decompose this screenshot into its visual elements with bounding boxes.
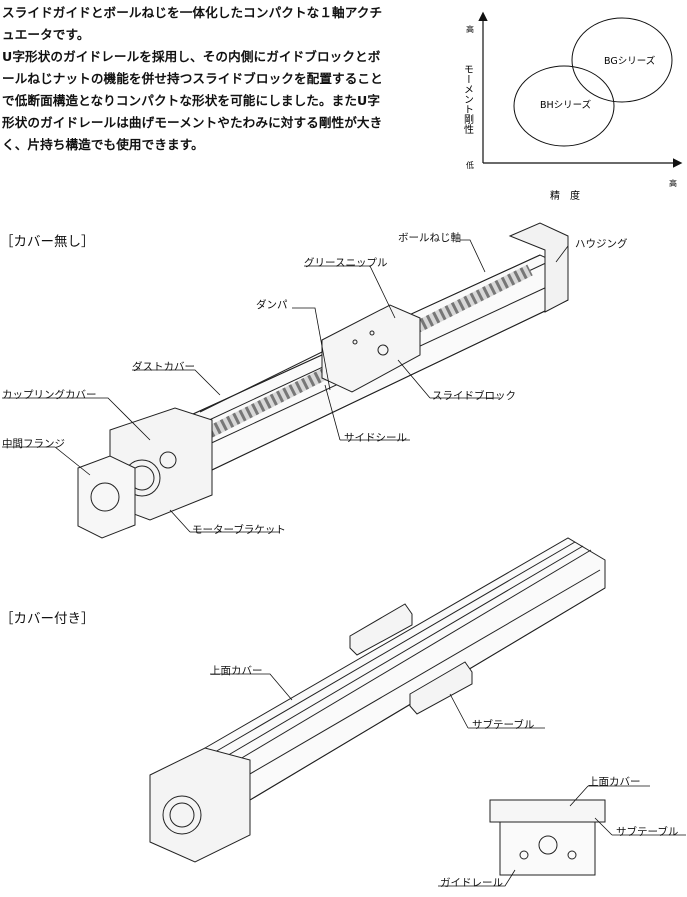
callout-damper: ダンパ <box>256 299 288 311</box>
positioning-chart: 高 低 高 精 度 モーメント剛性 BGシリーズ BHシリーズ <box>462 11 683 200</box>
slide-block-hole-small <box>352 339 358 345</box>
leader-top-cover-detail <box>569 785 650 807</box>
cross-section-rail <box>499 821 596 876</box>
chart-y-high-label: 高 <box>466 24 474 34</box>
housing-shape <box>508 222 569 313</box>
leader-housing <box>555 245 569 263</box>
chart-bg-series-label: BGシリーズ <box>604 55 656 67</box>
cross-section-hole-small <box>519 850 529 860</box>
intro-line: く、片持ち構造でも使用できます。 <box>2 137 204 152</box>
covered-top-cover-line <box>234 549 592 763</box>
callout-sub-table-detail: サブテーブル <box>616 826 679 838</box>
leader-top-cover <box>210 673 293 701</box>
callout-top-cover-detail: 上面カバー <box>588 776 641 788</box>
leader-side-seal <box>324 384 410 441</box>
cross-section-hole-small <box>567 850 577 860</box>
chart-bh-series-ellipse <box>513 65 615 147</box>
middle-flange-bore <box>90 482 120 512</box>
covered-bracket-bore-inner <box>169 802 195 828</box>
actuator-drawing-no-cover <box>2 222 569 539</box>
section-title-no-cover: ［カバー無し］ <box>0 234 95 250</box>
cross-section-cover <box>489 799 606 823</box>
intro-line: ールねじナットの機能を併せ持つスライドブロックを配置すること <box>2 71 383 86</box>
callout-slide-block: スライドブロック <box>432 390 516 402</box>
intro-line: スライドガイドとボールねじを一体化したコンパクトな１軸アクチ <box>2 5 383 20</box>
leader-sub-table <box>449 693 545 729</box>
leader-damper <box>292 307 331 391</box>
rail-lower-edge <box>211 299 569 471</box>
callout-guide-rail: ガイドレール <box>440 877 503 889</box>
leader-grease <box>304 265 396 319</box>
leader-guide-rail <box>438 869 516 887</box>
callout-housing: ハウジング <box>575 238 628 250</box>
section-title-with-cover: ［カバー付き］ <box>0 611 95 627</box>
coupling-shape <box>159 451 177 469</box>
leader-ball-screw <box>460 239 486 273</box>
callout-motor-bracket: モーターブラケット <box>192 524 286 536</box>
chart-bh-series-label: BHシリーズ <box>540 99 592 111</box>
leader-middle-flange <box>2 446 91 476</box>
slide-block-hole-small <box>369 330 375 336</box>
chart-x-high-label: 高 <box>669 178 677 188</box>
callout-dust-cover: ダストカバー <box>132 361 195 373</box>
covered-top-cover-line <box>214 541 576 753</box>
leader-motor-bracket <box>169 509 280 533</box>
leader-slide-block <box>397 359 500 399</box>
intro-line: 形状のガイドレールは曲げモーメントやたわみに対する剛性が大き <box>2 115 383 130</box>
callout-middle-flange: 中間フランジ <box>2 438 65 450</box>
slide-block-hole <box>377 344 389 356</box>
intro-line: U字形状のガイドレールを採用し、その内側にガイドブロックとボ <box>2 49 381 64</box>
covered-groove <box>242 569 601 779</box>
callout-top-cover: 上面カバー <box>210 665 263 677</box>
chart-y-low-label: 低 <box>466 160 474 170</box>
callout-ball-screw: ボールねじ軸 <box>398 232 461 244</box>
chart-x-axis-label: 精 度 <box>550 189 580 200</box>
leader-coupling <box>2 397 151 441</box>
sub-table-far <box>349 603 413 656</box>
intro-line: ュエータです。 <box>2 27 90 42</box>
covered-bracket-bore <box>162 795 202 835</box>
dust-cover-strip <box>199 351 323 413</box>
slide-block-shape <box>321 304 421 393</box>
leader-dust-cover <box>132 369 221 396</box>
intro-text: スライドガイドとボールねじを一体化したコンパクトな１軸アクチ ュエータです。 U… <box>2 2 442 156</box>
leader-sub-table-detail <box>594 817 686 836</box>
middle-flange-shape <box>77 455 136 539</box>
chart-bg-series-ellipse <box>571 17 673 103</box>
cross-section-hole <box>538 835 558 855</box>
chart-y-axis-label: モーメント剛性 <box>462 64 474 135</box>
covered-top-cover-line <box>224 545 584 758</box>
covered-motor-bracket <box>149 747 251 863</box>
callout-coupling-cover: カップリングカバー <box>2 389 97 401</box>
intro-line: で低断面構造となりコンパクトな形状を可能にしました。またU字 <box>2 93 381 108</box>
callout-grease-nipple: グリースニップル <box>304 257 388 269</box>
callout-side-seal: サイドシール <box>344 432 407 444</box>
sub-table-near <box>409 661 473 715</box>
callout-sub-table: サブテーブル <box>472 719 535 731</box>
